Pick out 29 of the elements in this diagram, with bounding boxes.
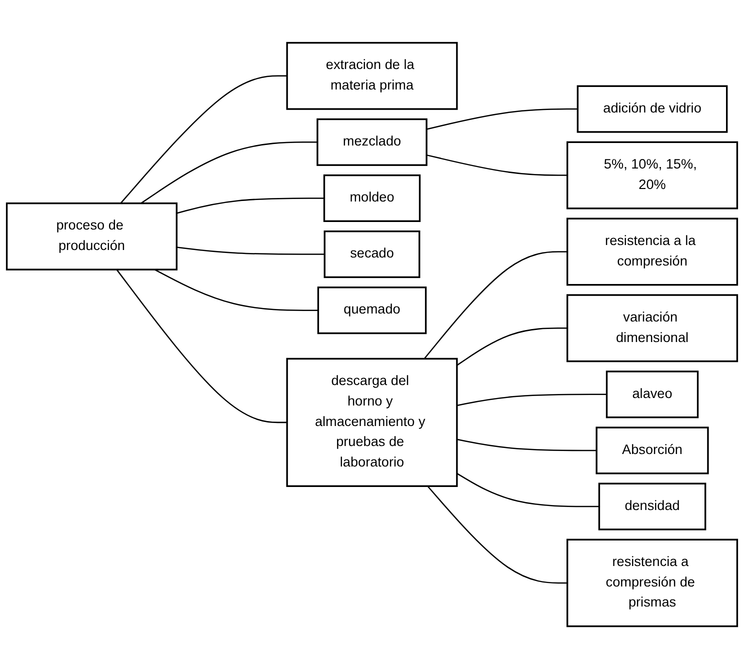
- connector: [456, 473, 600, 508]
- node-box: proceso de producción: [6, 202, 178, 271]
- connector: [456, 394, 607, 407]
- node-box: 5%, 10%, 15%, 20%: [566, 142, 738, 210]
- node-box: resistencia a la compresión: [566, 218, 738, 286]
- connector: [140, 142, 318, 204]
- node-box: adición de vidrio: [576, 86, 728, 134]
- node-box: moldeo: [323, 174, 421, 222]
- connector: [116, 270, 288, 424]
- node-box: quemado: [317, 287, 427, 335]
- node-box: extracion de la materia prima: [286, 42, 458, 110]
- connector: [456, 439, 597, 452]
- connector: [176, 198, 324, 214]
- connector: [456, 328, 568, 366]
- node-box: alaveo: [606, 371, 699, 419]
- connector: [120, 76, 288, 204]
- node-box: variación dimensional: [566, 294, 738, 363]
- node-box: secado: [324, 230, 420, 279]
- node-box: densidad: [598, 483, 706, 531]
- node-box: descarga del horno y almacenamiento y pruebas de laboratorio: [286, 358, 458, 488]
- connector: [426, 108, 578, 130]
- connector: [424, 252, 568, 360]
- connector: [427, 486, 568, 584]
- node-box: Absorción: [596, 427, 709, 475]
- node-box: mezclado: [316, 118, 428, 166]
- connector: [426, 154, 568, 176]
- node-box: resistencia a compresión de prismas: [566, 539, 738, 628]
- connector: [176, 247, 325, 256]
- connector: [154, 269, 318, 312]
